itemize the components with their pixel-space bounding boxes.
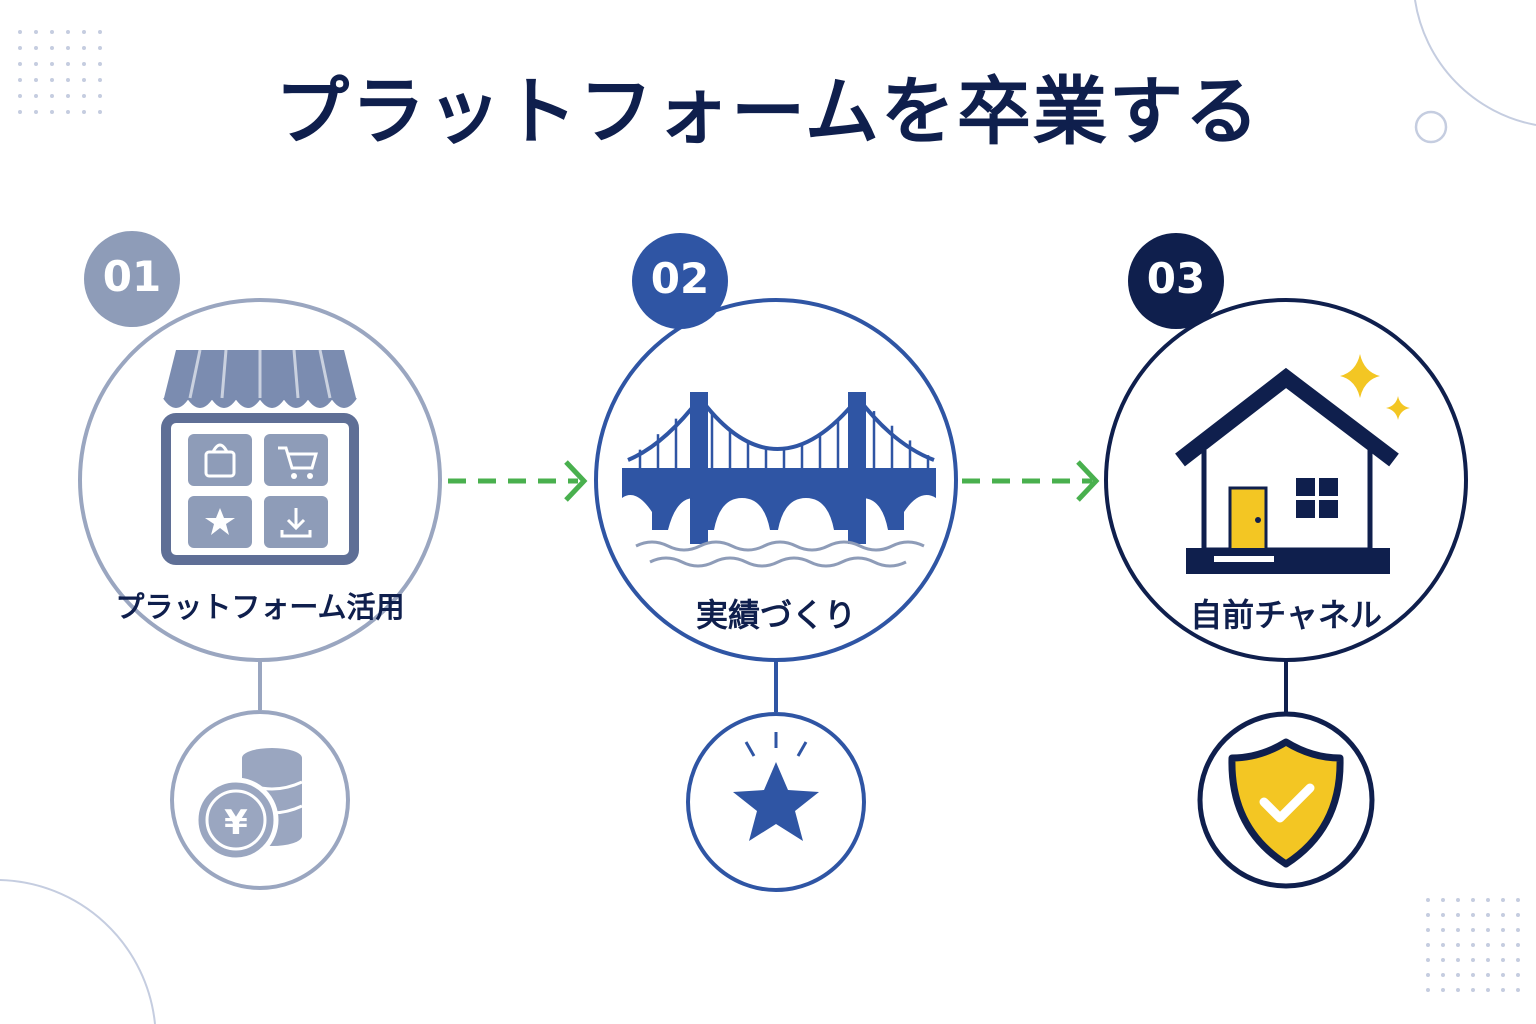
storefront-icon	[161, 349, 359, 565]
star-icon	[733, 732, 819, 841]
sparkle-icon	[1340, 354, 1410, 420]
step-3-badge	[1128, 233, 1224, 329]
step-1-badge	[84, 231, 180, 327]
decor-arc-bottom-left	[0, 879, 156, 1024]
dashed-arrow-2	[962, 460, 1100, 502]
step-1: ¥	[78, 231, 442, 890]
decor-dots-top-left	[18, 30, 102, 114]
house-icon	[1175, 367, 1399, 574]
step-2	[594, 233, 958, 892]
step-2-badge	[632, 233, 728, 329]
step-1-label: プラットフォーム活用	[115, 590, 405, 624]
svg-text:¥: ¥	[224, 803, 248, 843]
page-title: プラットフォームを卒業する	[275, 69, 1261, 155]
decor-arc-top-right	[1414, 0, 1536, 126]
step-3-number: 03	[1146, 254, 1206, 303]
dashed-arrow-1	[448, 460, 588, 502]
yen-coins-icon: ¥	[193, 748, 303, 863]
decor-ring-top-right	[1414, 110, 1448, 144]
step-3	[1104, 233, 1468, 889]
shield-check-icon	[1228, 738, 1344, 868]
step-1-number: 01	[102, 252, 162, 301]
step-2-label: 実績づくり	[695, 596, 856, 634]
step-2-number: 02	[650, 254, 710, 303]
decor-dots-bottom-right	[1426, 898, 1520, 992]
bridge-icon	[622, 392, 936, 568]
step-3-label: 自前チャネル	[1190, 596, 1382, 634]
